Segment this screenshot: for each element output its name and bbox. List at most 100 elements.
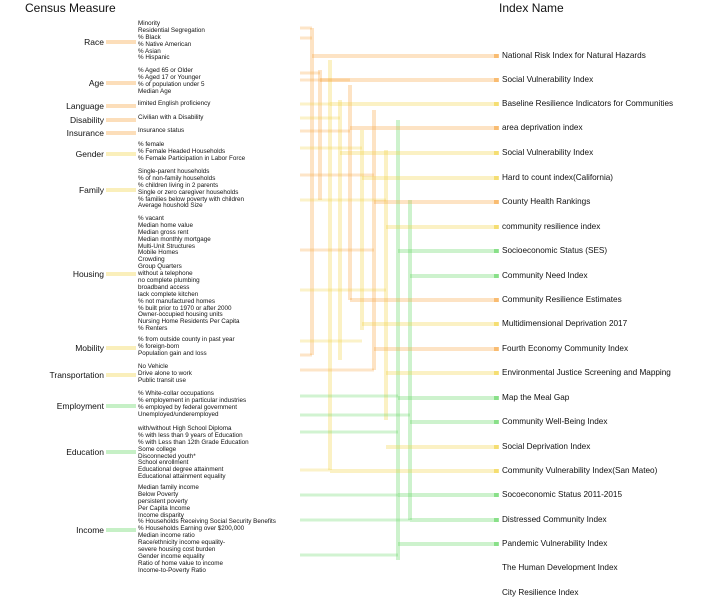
category-insurance: Insurance <box>66 128 104 138</box>
category-education: Education <box>66 447 104 457</box>
index-name-item: Fourth Economy Community Index <box>502 344 629 353</box>
category-gender: Gender <box>75 149 104 159</box>
measure-item: Income disparity <box>138 511 184 519</box>
index-name-item: Environmental Justice Screening and Mapp… <box>502 368 671 377</box>
measure-item: % Native American <box>138 40 192 48</box>
measure-item: No Vehicle <box>138 363 169 370</box>
measure-item: % not manufactured homes <box>138 297 216 305</box>
index-name-item: Hard to count index(California) <box>502 173 614 182</box>
measure-item: with/without High School Diploma <box>138 425 232 432</box>
index-name-item: City Resilience Index <box>502 588 579 597</box>
category-language: Language <box>66 101 104 111</box>
measure-item: School enrollment <box>138 459 189 467</box>
index-name-heading: Index Name <box>499 1 564 15</box>
measure-group-language: limited English proficiency <box>138 100 211 108</box>
index-name-item: Map the Meal Gap <box>502 393 570 402</box>
measure-item: % Households Earning over $200,000 <box>138 525 245 533</box>
measure-item: % foreign-born <box>138 342 180 350</box>
measure-item: Multi-Unit Structures <box>138 242 196 250</box>
measure-item: % Black <box>138 33 161 41</box>
measure-item: Race/ethnicity income equality- <box>138 539 226 547</box>
measure-item: % Asian <box>138 47 161 55</box>
measure-item: % Renters <box>138 325 168 333</box>
index-name-item: Baseline Resilience Indicators for Commu… <box>502 99 674 108</box>
measure-item: Educational degree attainment <box>138 466 224 474</box>
measure-item: Owner-occupied housing units <box>138 311 223 319</box>
measure-item: Ratio of home value to income <box>138 559 224 567</box>
index-name-item: area deprivation index <box>502 123 583 132</box>
measure-group-gender: % female% Female Headed Households% Fema… <box>138 141 246 163</box>
measure-item: Single or zero caregiver households <box>138 188 239 196</box>
index-link-end <box>494 542 499 546</box>
index-name-item: Multidimensional Deprivation 2017 <box>502 319 628 328</box>
index-name-item: Socoeconomic Status 2011-2015 <box>502 490 623 499</box>
measure-item: Public transit use <box>138 376 186 384</box>
measure-item: Median Age <box>138 87 172 95</box>
measure-item: lack complete kitchen <box>138 290 199 298</box>
measure-item: % Aged 65 or Older <box>138 67 193 74</box>
index-link-end <box>494 396 499 400</box>
measure-item: Median monthly mortgage <box>138 235 211 243</box>
measure-item: % Female Headed Households <box>138 147 226 155</box>
measure-item: Median income ratio <box>138 532 195 540</box>
measure-item: Median gross rent <box>138 228 189 236</box>
measure-item: persistent poverty <box>138 497 188 505</box>
index-link-end <box>494 78 499 82</box>
measure-group-disability: Civilian with a Disability <box>138 114 204 122</box>
index-link-end <box>494 518 499 522</box>
measure-item: Educational attainment equality <box>138 473 226 481</box>
measure-item: Some college <box>138 445 177 453</box>
measure-item: Median home value <box>138 221 193 229</box>
measure-item: % with Less than 12th Grade Education <box>138 438 249 446</box>
index-link-end <box>494 151 499 155</box>
measure-item: % of non-family households <box>138 174 216 182</box>
measure-group-family: Single-parent households% of non-family … <box>138 168 244 210</box>
index-name-item: Community Vulnerability Index(San Mateo) <box>502 466 658 475</box>
category-mobility: Mobility <box>75 343 104 353</box>
category-family: Family <box>78 185 104 195</box>
index-name-item: Social Deprivation Index <box>502 442 591 451</box>
measure-item: severe housing cost burden <box>138 546 216 554</box>
measure-group-insurance: Insurance status <box>138 127 184 135</box>
measure-item: Unemployed/underemployed <box>138 410 219 418</box>
measure-item: % from outside county in past year <box>138 336 235 343</box>
measure-item: Population gain and loss <box>138 349 207 357</box>
measure-item: % employed by federal government <box>138 403 238 411</box>
index-link-end <box>494 371 499 375</box>
measure-group-age: % Aged 65 or Older% Aged 17 or Younger% … <box>138 67 205 96</box>
index-link-end <box>494 102 499 106</box>
index-name-item: The Human Development Index <box>502 563 618 572</box>
index-link-end <box>494 420 499 424</box>
category-housing: Housing <box>72 269 104 279</box>
index-link-end <box>494 298 499 302</box>
measure-item: Residential Segregation <box>138 26 205 34</box>
index-name-item: Socioeconomic Status (SES) <box>502 246 608 255</box>
measure-item: Disconnected youth* <box>138 452 196 460</box>
measure-item: % built prior to 1970 or after 2000 <box>138 304 232 312</box>
measure-item: % Households Receiving Social Security B… <box>138 518 276 526</box>
index-link-end <box>494 322 499 326</box>
measure-item: % of population under 5 <box>138 80 205 88</box>
measure-item: Nursing Home Residents Per Capita <box>138 318 240 326</box>
measure-item: % Female Participation in Labor Force <box>138 154 246 162</box>
index-name-item: County Health Rankings <box>502 197 591 206</box>
index-link-end <box>494 54 499 58</box>
measure-item: Single-parent households <box>138 168 210 175</box>
index-name-item: Community Well-Being Index <box>502 417 608 426</box>
measure-item: limited English proficiency <box>138 100 211 107</box>
measure-item: % Aged 17 or Younger <box>138 73 201 81</box>
index-link-end <box>494 126 499 130</box>
measure-item: Civilian with a Disability <box>138 114 204 121</box>
index-link-end <box>494 469 499 473</box>
measure-item: Drive alone to work <box>138 369 192 377</box>
measure-item: Minority <box>138 20 161 27</box>
index-link-end <box>494 493 499 497</box>
measure-item: % female <box>138 141 165 148</box>
measure-item: broadband access <box>138 283 190 291</box>
index-name-item: National Risk Index for Natural Hazards <box>502 51 646 60</box>
